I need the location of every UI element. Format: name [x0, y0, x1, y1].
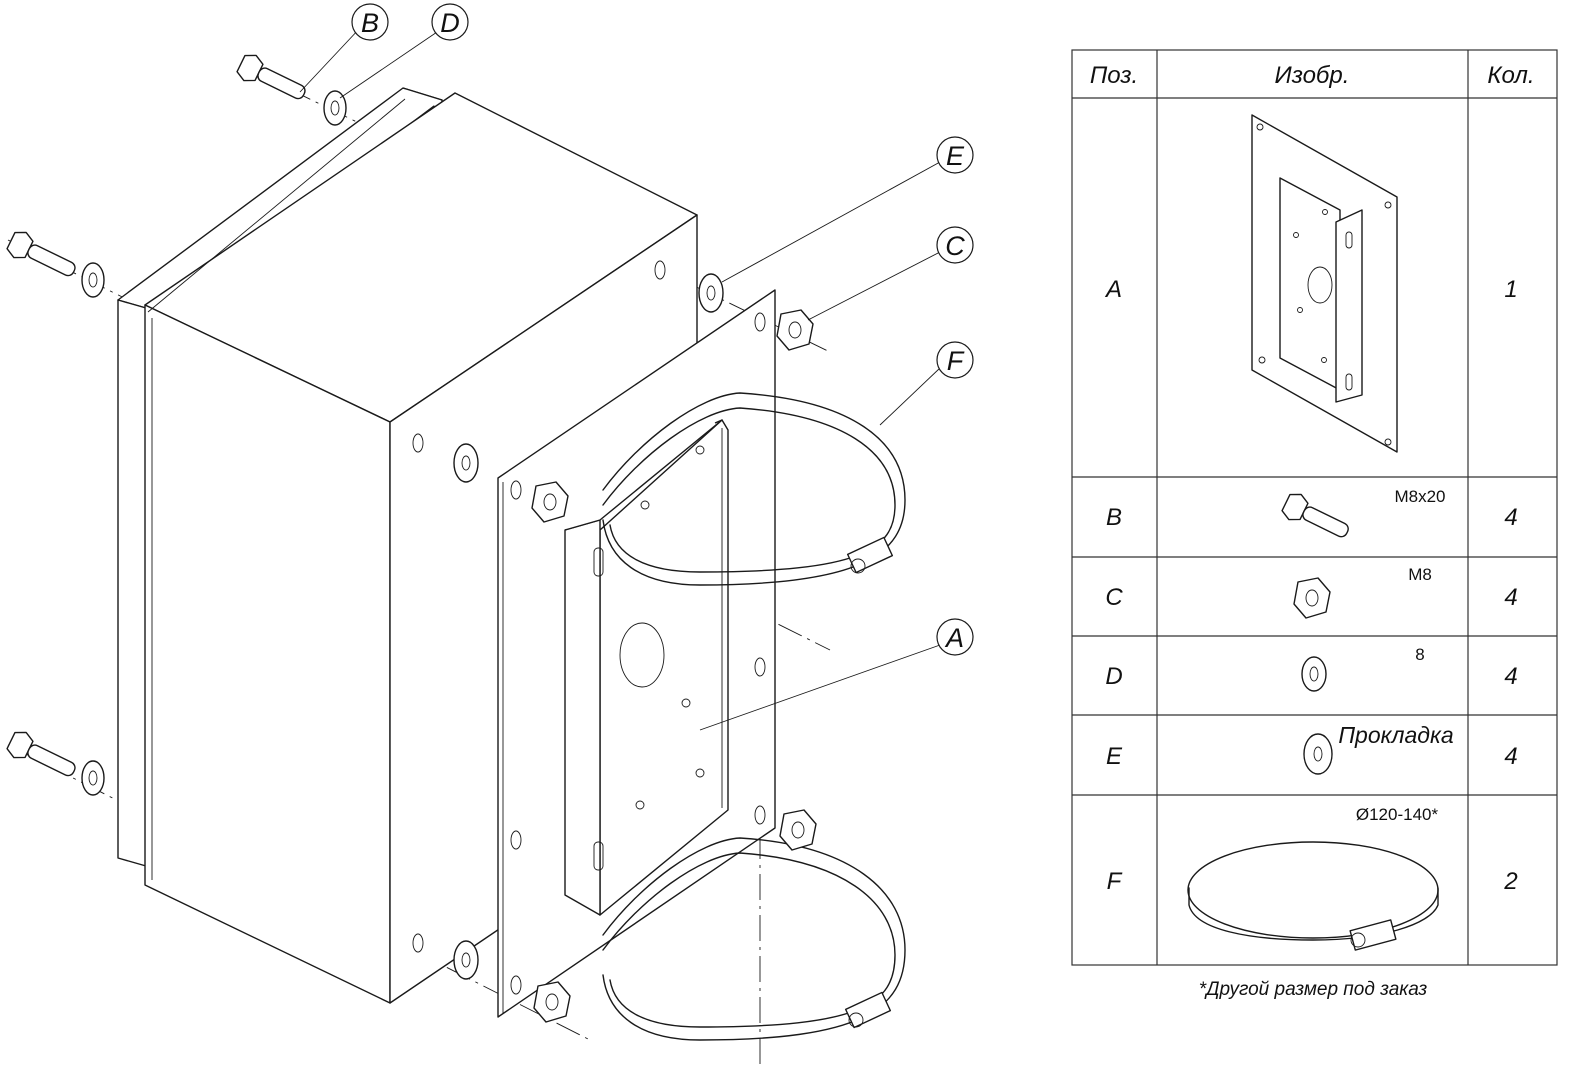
table-row: B M8x20 4	[1106, 487, 1518, 538]
row-f-qty: 2	[1503, 868, 1517, 895]
flat-washer-icon	[81, 760, 105, 796]
callout-b: B	[351, 3, 389, 41]
row-c-qty: 4	[1504, 584, 1517, 611]
parts-table: Поз. Изобр. Кол. A 1	[1071, 49, 1558, 1000]
table-footnote: *Другой размер под заказ	[1199, 979, 1428, 1000]
callout-e-label: E	[946, 141, 965, 171]
flat-washer-icon	[323, 90, 347, 126]
gasket-washer-icon	[453, 940, 479, 980]
washers	[81, 90, 724, 980]
gasket-washer-icon	[453, 443, 479, 483]
callout-c-label: C	[945, 231, 965, 261]
row-d-label: 8	[1415, 645, 1424, 664]
gasket-washer-icon	[1303, 733, 1333, 775]
header-pos: Поз.	[1090, 62, 1138, 89]
flat-washer-icon	[81, 262, 105, 298]
row-f-pos: F	[1107, 868, 1123, 895]
callout-a: A	[936, 618, 974, 656]
table-row: F Ø120-140* 2	[1107, 805, 1518, 951]
upper-pipe-clamp	[602, 392, 906, 586]
hex-nut-icon	[531, 481, 569, 523]
row-d-pos: D	[1105, 663, 1122, 690]
callout-b-label: B	[361, 8, 379, 38]
hex-bolt-icon	[6, 731, 76, 777]
table-row: A 1	[1104, 114, 1518, 453]
table-row: D 8 4	[1105, 645, 1518, 692]
row-f-label: Ø120-140*	[1356, 805, 1439, 824]
hex-nut-icon	[533, 981, 571, 1023]
row-e-pos: E	[1106, 743, 1123, 770]
callout-f: F	[936, 341, 974, 379]
hex-bolt-icon	[6, 231, 76, 277]
table-row: E Прокладка 4	[1106, 722, 1518, 775]
mounting-plate-icon	[1251, 114, 1398, 453]
nuts	[531, 309, 817, 1023]
row-c-pos: C	[1105, 584, 1123, 611]
row-e-label: Прокладка	[1338, 722, 1453, 748]
header-img: Изобр.	[1275, 62, 1350, 89]
row-b-pos: B	[1106, 504, 1122, 531]
header-qty: Кол.	[1487, 62, 1534, 89]
row-b-qty: 4	[1504, 504, 1517, 531]
callouts: B D E C F A	[299, 3, 974, 731]
hex-nut-icon	[779, 809, 817, 851]
row-a-pos: A	[1104, 276, 1122, 303]
lower-pipe-clamp	[602, 837, 906, 1041]
hex-nut-icon	[1293, 577, 1331, 619]
row-b-label: M8x20	[1394, 487, 1445, 506]
row-d-qty: 4	[1504, 663, 1517, 690]
callout-a-label: A	[944, 623, 964, 653]
hex-nut-icon	[776, 309, 814, 351]
pipe-clamp-icon	[1187, 841, 1439, 951]
assembly-view: B D E C F A	[6, 3, 974, 1065]
bolts	[6, 54, 306, 777]
callout-d-label: D	[440, 8, 460, 38]
hex-bolt-icon	[236, 54, 306, 100]
flat-washer-icon	[1301, 656, 1327, 692]
hex-bolt-icon	[1281, 493, 1349, 538]
callout-c: C	[936, 226, 974, 264]
gasket-washer-icon	[698, 273, 724, 313]
callout-f-label: F	[947, 346, 965, 376]
callout-d: D	[431, 3, 469, 41]
row-c-label: M8	[1408, 565, 1432, 584]
row-e-qty: 4	[1504, 743, 1517, 770]
table-row: C M8 4	[1105, 565, 1518, 619]
row-a-qty: 1	[1504, 276, 1517, 303]
callout-e: E	[936, 136, 974, 174]
